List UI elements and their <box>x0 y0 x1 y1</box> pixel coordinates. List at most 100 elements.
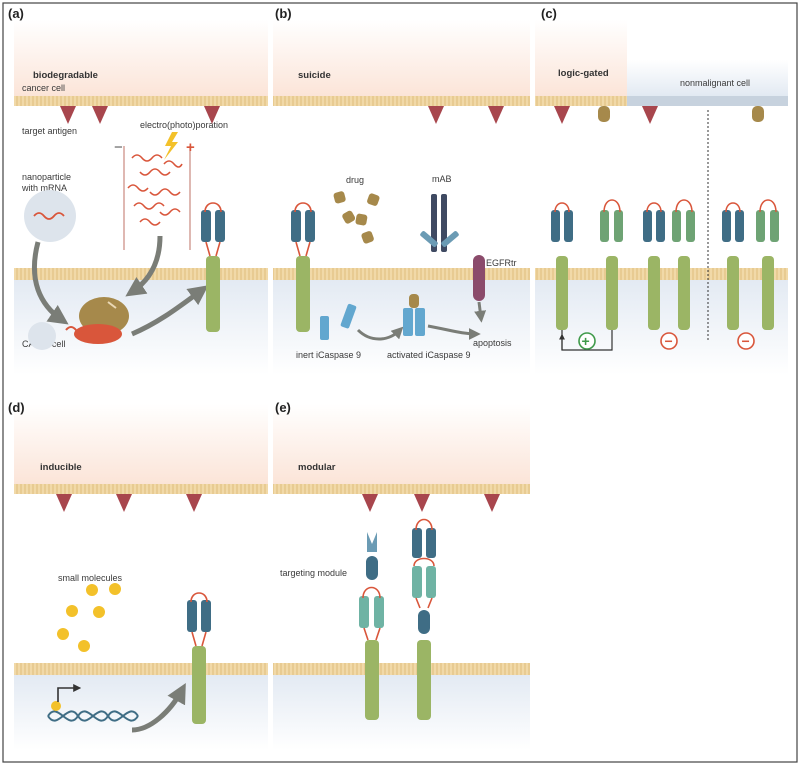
caspase-icon <box>403 294 425 336</box>
nanoparticle <box>24 190 76 242</box>
arrow-to-apoptosis <box>427 324 481 340</box>
tumor-membrane <box>273 484 530 494</box>
car-receptor-icon <box>291 202 315 332</box>
tcell-membrane <box>14 663 268 675</box>
arrow-inert-to-active <box>356 326 404 341</box>
second-antigen <box>598 106 610 122</box>
minus-circle-icon <box>660 332 678 350</box>
antigen-triangle-icon <box>92 106 108 124</box>
antigen-triangle-icon <box>488 106 504 124</box>
targeting-module-label: targeting module <box>280 568 347 578</box>
car-receptor-icon <box>722 202 744 330</box>
inert-caspase-label: inert iCaspase 9 <box>296 350 361 360</box>
nanoparticle-label-2: with mRNA <box>21 183 67 193</box>
ribosome-icon <box>65 297 129 344</box>
plus-circle-icon <box>578 332 596 350</box>
panel-letter-b: (b) <box>275 6 292 21</box>
minus-sign: − <box>742 333 750 349</box>
bound-molecule <box>51 701 61 711</box>
tcell-membrane <box>273 663 530 675</box>
antigen-triangle-icon <box>56 494 72 512</box>
tumor-membrane <box>273 96 530 106</box>
nonmalignant-cell-region <box>627 60 788 100</box>
panel-letter-d: (d) <box>8 400 25 415</box>
panel-e: (e) modular targeting module <box>273 400 530 750</box>
antigen-triangle-icon <box>60 106 76 124</box>
dna-icon <box>47 710 139 722</box>
arrow-electroporation-to-ribosome <box>125 235 163 297</box>
apoptosis-label: apoptosis <box>473 338 512 348</box>
panel-title-b: suicide <box>298 70 331 81</box>
arrow-dna-to-car <box>131 682 186 733</box>
panel-b: (b) suicide drug mAB EGFRtr apoptosis in… <box>273 6 530 375</box>
car-receptor-icon <box>643 202 665 330</box>
electroporation-label: electro(photo)poration <box>140 120 228 130</box>
antigen-triangle-icon <box>414 494 430 512</box>
minus-sign: − <box>114 139 123 156</box>
tcell-membrane <box>535 268 788 280</box>
panel-letter-a: (a) <box>8 6 24 21</box>
tumor-cell-region <box>535 20 627 100</box>
panel-letter-e: (e) <box>275 400 291 415</box>
nanoparticle-mrna <box>33 212 65 220</box>
panel-title-e: modular <box>298 462 336 473</box>
tumor-cell-region <box>14 20 268 100</box>
targeting-module-icon <box>366 532 378 580</box>
arrow-nanoparticle-to-ribosome <box>32 241 69 325</box>
car-receptor-icon <box>201 202 225 332</box>
drug-molecules <box>333 191 380 244</box>
tcell-region <box>273 675 530 750</box>
cancer-cell-label: cancer cell <box>22 83 65 93</box>
cart-cell-icon <box>28 322 56 350</box>
egfrtr-receptor <box>473 255 485 301</box>
egfrtr-label: EGFRtr <box>486 258 517 268</box>
plus-sign: + <box>186 139 195 156</box>
car-receptor-icon <box>672 199 695 330</box>
tumor-cell-region <box>273 20 530 100</box>
mrna-strands <box>127 154 183 226</box>
panel-title-c: logic-gated <box>558 68 609 79</box>
antigen-triangle-icon <box>204 106 220 124</box>
tumor-membrane <box>14 96 268 106</box>
tumor-cell-region <box>273 404 530 488</box>
tumor-cell-region <box>14 404 268 488</box>
promoter-arrow-icon <box>57 684 82 702</box>
car-receptor-icon <box>187 592 211 724</box>
antigen-triangle-icon <box>116 494 132 512</box>
tumor-membrane <box>14 484 268 494</box>
panel-c: (c) logic-gated nonmalignant cell <box>535 6 788 375</box>
antigen-triangle-icon <box>554 106 570 124</box>
tcell-membrane <box>14 268 268 280</box>
panel-title-a: biodegradable <box>33 70 98 81</box>
minus-circle-icon <box>737 332 755 350</box>
tcell-membrane <box>273 268 530 280</box>
antigen-triangle-icon <box>428 106 444 124</box>
arrow-egfrtr-to-apoptosis <box>474 301 487 323</box>
car-receptor-icon <box>600 199 623 330</box>
panel-title-d: inducible <box>40 462 82 473</box>
tcell-region <box>273 280 530 375</box>
activated-caspase-label: activated iCaspase 9 <box>387 350 471 360</box>
target-antigen-label: target antigen <box>22 126 77 136</box>
small-molecule-dots <box>57 583 121 652</box>
minus-sign: − <box>665 333 673 349</box>
car-receptor-icon <box>359 586 384 720</box>
antigen-triangle-icon <box>186 494 202 512</box>
tcell-region <box>535 280 788 375</box>
panel-a: (a) biodegradable cancer cell target ant… <box>8 6 268 375</box>
drug-label: drug <box>346 175 364 185</box>
panel-letter-c: (c) <box>541 6 557 21</box>
arrow-ribosome-to-car <box>131 285 209 337</box>
antigen-triangle-icon <box>642 106 658 124</box>
antibody-icon <box>420 194 459 252</box>
nonmalignant-label: nonmalignant cell <box>680 78 750 88</box>
tumor-membrane <box>535 96 627 106</box>
small-molecules-label: small molecules <box>58 573 123 583</box>
plus-sign: + <box>582 333 590 349</box>
antigen-triangle-icon <box>362 494 378 512</box>
lightning-icon <box>164 132 178 160</box>
car-receptor-icon <box>551 202 573 330</box>
nanoparticle-label-1: nanoparticle <box>22 172 71 182</box>
